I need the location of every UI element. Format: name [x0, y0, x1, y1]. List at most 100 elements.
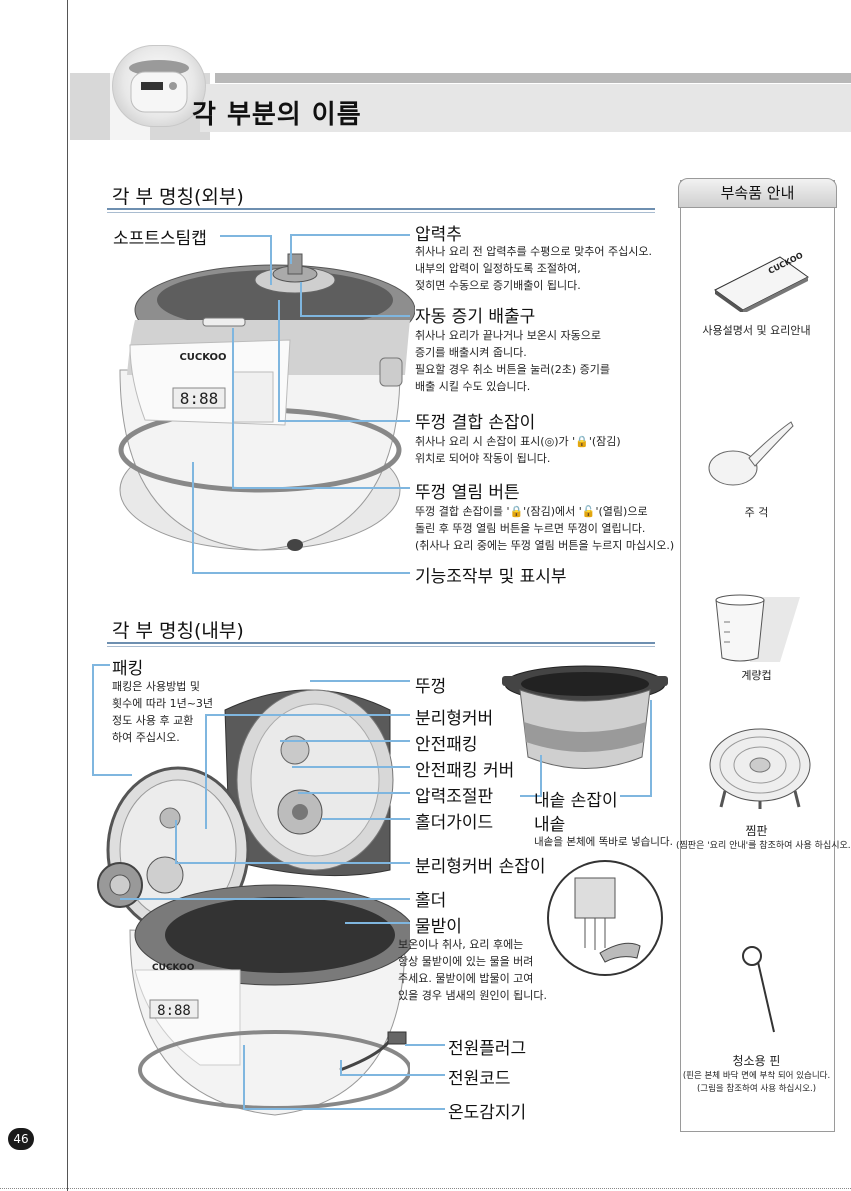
leader-cord-v: [340, 1060, 342, 1076]
leader-cover-v: [205, 714, 207, 829]
header-band: [200, 84, 851, 132]
leader-packing-h2: [92, 774, 132, 776]
leader-sensor-h: [243, 1108, 445, 1110]
control-panel-label: 기능조작부 및 표시부: [415, 567, 567, 587]
power-plug-label: 전원플러그: [448, 1039, 527, 1059]
water-tray-desc-3: 주세요. 물받이에 밥물이 고여: [398, 972, 534, 985]
leader-packing-h: [92, 664, 110, 666]
leader-vent-v: [300, 282, 302, 316]
spatula-icon: [708, 421, 794, 486]
leader-panel-v: [192, 462, 194, 574]
lid-open-button-desc-1: 뚜껑 결합 손잡이를 '🔒'(잠김)에서 '🔓'(열림)으로: [415, 505, 648, 518]
cleaning-pin-note-2: (그림을 참조하여 사용 하십시오.): [696, 1084, 817, 1094]
water-tray-desc-1: 보온이나 취사, 요리 후에는: [398, 938, 524, 951]
pressure-weight-desc-2: 내부의 압력이 일정하도록 조절하여,: [415, 262, 581, 275]
leader-vent-h: [300, 315, 410, 317]
leader-guide-h: [322, 818, 410, 820]
exterior-heading-rule-thin: [107, 212, 655, 213]
leader-cover-handle-v: [175, 820, 177, 864]
packing-desc-1: 패킹은 사용방법 및: [112, 680, 200, 693]
leader-cord-h: [340, 1074, 445, 1076]
exterior-heading-rule: [107, 208, 655, 210]
interior-heading-rule: [107, 642, 655, 644]
header-top-bar: [215, 73, 851, 83]
lid-open-button-desc-3: (취사나 요리 중에는 뚜껑 열림 버튼을 누르지 마십시오.): [415, 539, 675, 552]
temp-sensor-label: 온도감지기: [448, 1103, 527, 1123]
leader-weight-h: [290, 234, 410, 236]
exterior-cooker-illustration: 8:88 CUCKOO: [118, 253, 415, 551]
leader-pot-h: [520, 795, 542, 797]
power-cord-label: 전원코드: [448, 1069, 511, 1089]
lid-open-button-desc-2: 돌린 후 뚜껑 열림 버튼을 누르면 뚜껑이 열립니다.: [415, 522, 646, 535]
pressure-weight-desc-1: 취사나 요리 전 압력추를 수평으로 맞추어 주십시오.: [415, 245, 652, 258]
leader-cover-h: [205, 714, 410, 716]
leader-lock-v: [278, 300, 280, 422]
holder-guide-label: 홀더가이드: [415, 813, 494, 833]
interior-cooker-illustration: 8:88 CUCKOO: [97, 689, 410, 1116]
steam-plate-label: 찜판: [745, 824, 768, 838]
leader-lid-h: [310, 680, 410, 682]
packing-desc-3: 정도 사용 후 교환: [112, 714, 194, 727]
safety-packing-cover-label: 안전패킹 커버: [415, 761, 515, 781]
water-tray-label: 물받이: [415, 917, 462, 937]
leader-pot-handle-h: [620, 795, 652, 797]
cleaning-pin-label: 청소용 핀: [732, 1054, 781, 1068]
pressure-plate-label: 압력조절판: [415, 787, 494, 807]
leader-packing-v: [92, 664, 94, 776]
lid-label: 뚜껑: [415, 677, 447, 697]
packing-desc-2: 횟수에 따라 1년~3년: [112, 697, 214, 710]
leader-safety-cover-h: [292, 766, 410, 768]
page-title: 각 부분의 이름: [192, 100, 362, 130]
cleaning-pin-icon: [742, 946, 775, 1033]
soft-steam-cap-label: 소프트스팀캡: [113, 229, 207, 249]
interior-display-digits: 8:88: [157, 1003, 191, 1019]
detachable-cover-label: 분리형커버: [415, 709, 494, 729]
measuring-cup-icon: [715, 594, 800, 662]
auto-steam-vent-desc-2: 증기를 배출시켜 줍니다.: [415, 346, 527, 359]
holder-detail-illustration: [547, 860, 663, 976]
pressure-weight-desc-3: 젖히면 수동으로 증기배출이 됩니다.: [415, 279, 581, 292]
manual-book-icon: CUCKOO: [714, 252, 809, 312]
leader-open-v: [232, 328, 234, 488]
lid-lock-handle-label: 뚜껑 결합 손잡이: [415, 413, 536, 433]
leader-weight-v: [290, 234, 292, 264]
inner-pot-note: 내솥을 본체에 똑바로 넣습니다.: [534, 836, 673, 848]
water-tray-desc-2: 항상 물받이에 있는 물을 버려: [398, 955, 534, 968]
leader-soft-steam-h: [220, 235, 272, 237]
display-digits: 8:88: [180, 389, 219, 408]
steam-plate-icon: [709, 728, 811, 809]
interior-heading-rule-thin: [107, 646, 655, 647]
lid-open-button-label: 뚜껑 열림 버튼: [415, 483, 520, 503]
cover-handle-label: 분리형커버 손잡이: [415, 857, 546, 877]
holder-label: 홀더: [415, 891, 447, 911]
leader-sensor-v: [243, 1045, 245, 1110]
packing-label: 패킹: [112, 659, 144, 679]
leader-cover-handle-h: [175, 862, 410, 864]
inner-pot-illustration: [502, 665, 668, 769]
auto-steam-vent-desc-4: 배출 시킬 수도 있습니다.: [415, 380, 531, 393]
lid-lock-handle-desc-1: 취사나 요리 시 손잡이 표시(◎)가 '🔒'(잠김): [415, 435, 621, 448]
brand-logo: CUCKOO: [179, 352, 226, 363]
interior-heading: 각 부 명칭(내부): [112, 620, 244, 642]
spatula-label: 주 걱: [744, 506, 769, 519]
leader-panel-h: [192, 572, 410, 574]
water-tray-desc-4: 있을 경우 냄새의 원인이 됩니다.: [398, 989, 548, 1002]
steam-plate-note: (찜판은 '요리 안내'를 참조하여 사용 하십시오.): [676, 841, 851, 851]
leader-pot-handle-v: [650, 700, 652, 796]
auto-steam-vent-desc-3: 필요할 경우 취소 버튼을 눌러(2초) 증기를: [415, 363, 610, 376]
accessories-header: 부속품 안내: [678, 178, 837, 208]
leader-holder-h: [120, 898, 410, 900]
cleaning-pin-note-1: (핀은 본체 바닥 면에 부착 되어 있습니다.: [682, 1071, 831, 1081]
packing-desc-4: 하여 주십시오.: [112, 731, 180, 744]
header-thumbnail-icon: [112, 45, 206, 127]
auto-steam-vent-label: 자동 증기 배출구: [415, 307, 536, 327]
leader-lock-h: [278, 420, 410, 422]
leader-tray-h: [345, 922, 410, 924]
page-number: 46: [8, 1128, 34, 1150]
accessories-heading: 부속품 안내: [720, 184, 795, 202]
safety-packing-label: 안전패킹: [415, 735, 478, 755]
interior-brand-logo: CUCKOO: [152, 963, 195, 973]
leader-soft-steam-v: [270, 235, 272, 285]
margin-line: [67, 0, 68, 1191]
auto-steam-vent-desc-1: 취사나 요리가 끝나거나 보온시 자동으로: [415, 329, 602, 342]
